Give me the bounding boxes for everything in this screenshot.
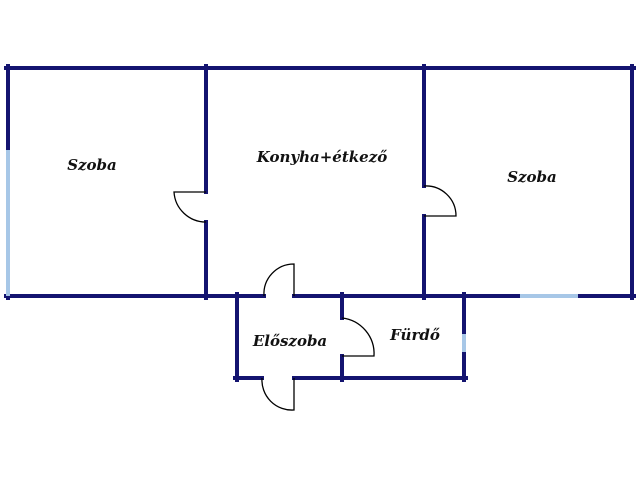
door-entrance [261,377,295,411]
door-left-room [173,191,207,223]
room-labels: Szoba Konyha+étkező Szoba Előszoba Fürdő [67,148,557,350]
windows [6,150,578,352]
door-right-room [423,185,457,217]
door-bath [341,317,375,357]
room-label-bath: Fürdő [389,326,440,344]
room-label-hall: Előszoba [252,332,327,350]
walls [4,64,636,382]
room-label-left: Szoba [67,156,117,174]
doors [173,185,457,411]
room-label-right: Szoba [507,168,557,186]
door-hall-top [263,263,295,297]
room-label-kitchen: Konyha+étkező [256,148,387,166]
